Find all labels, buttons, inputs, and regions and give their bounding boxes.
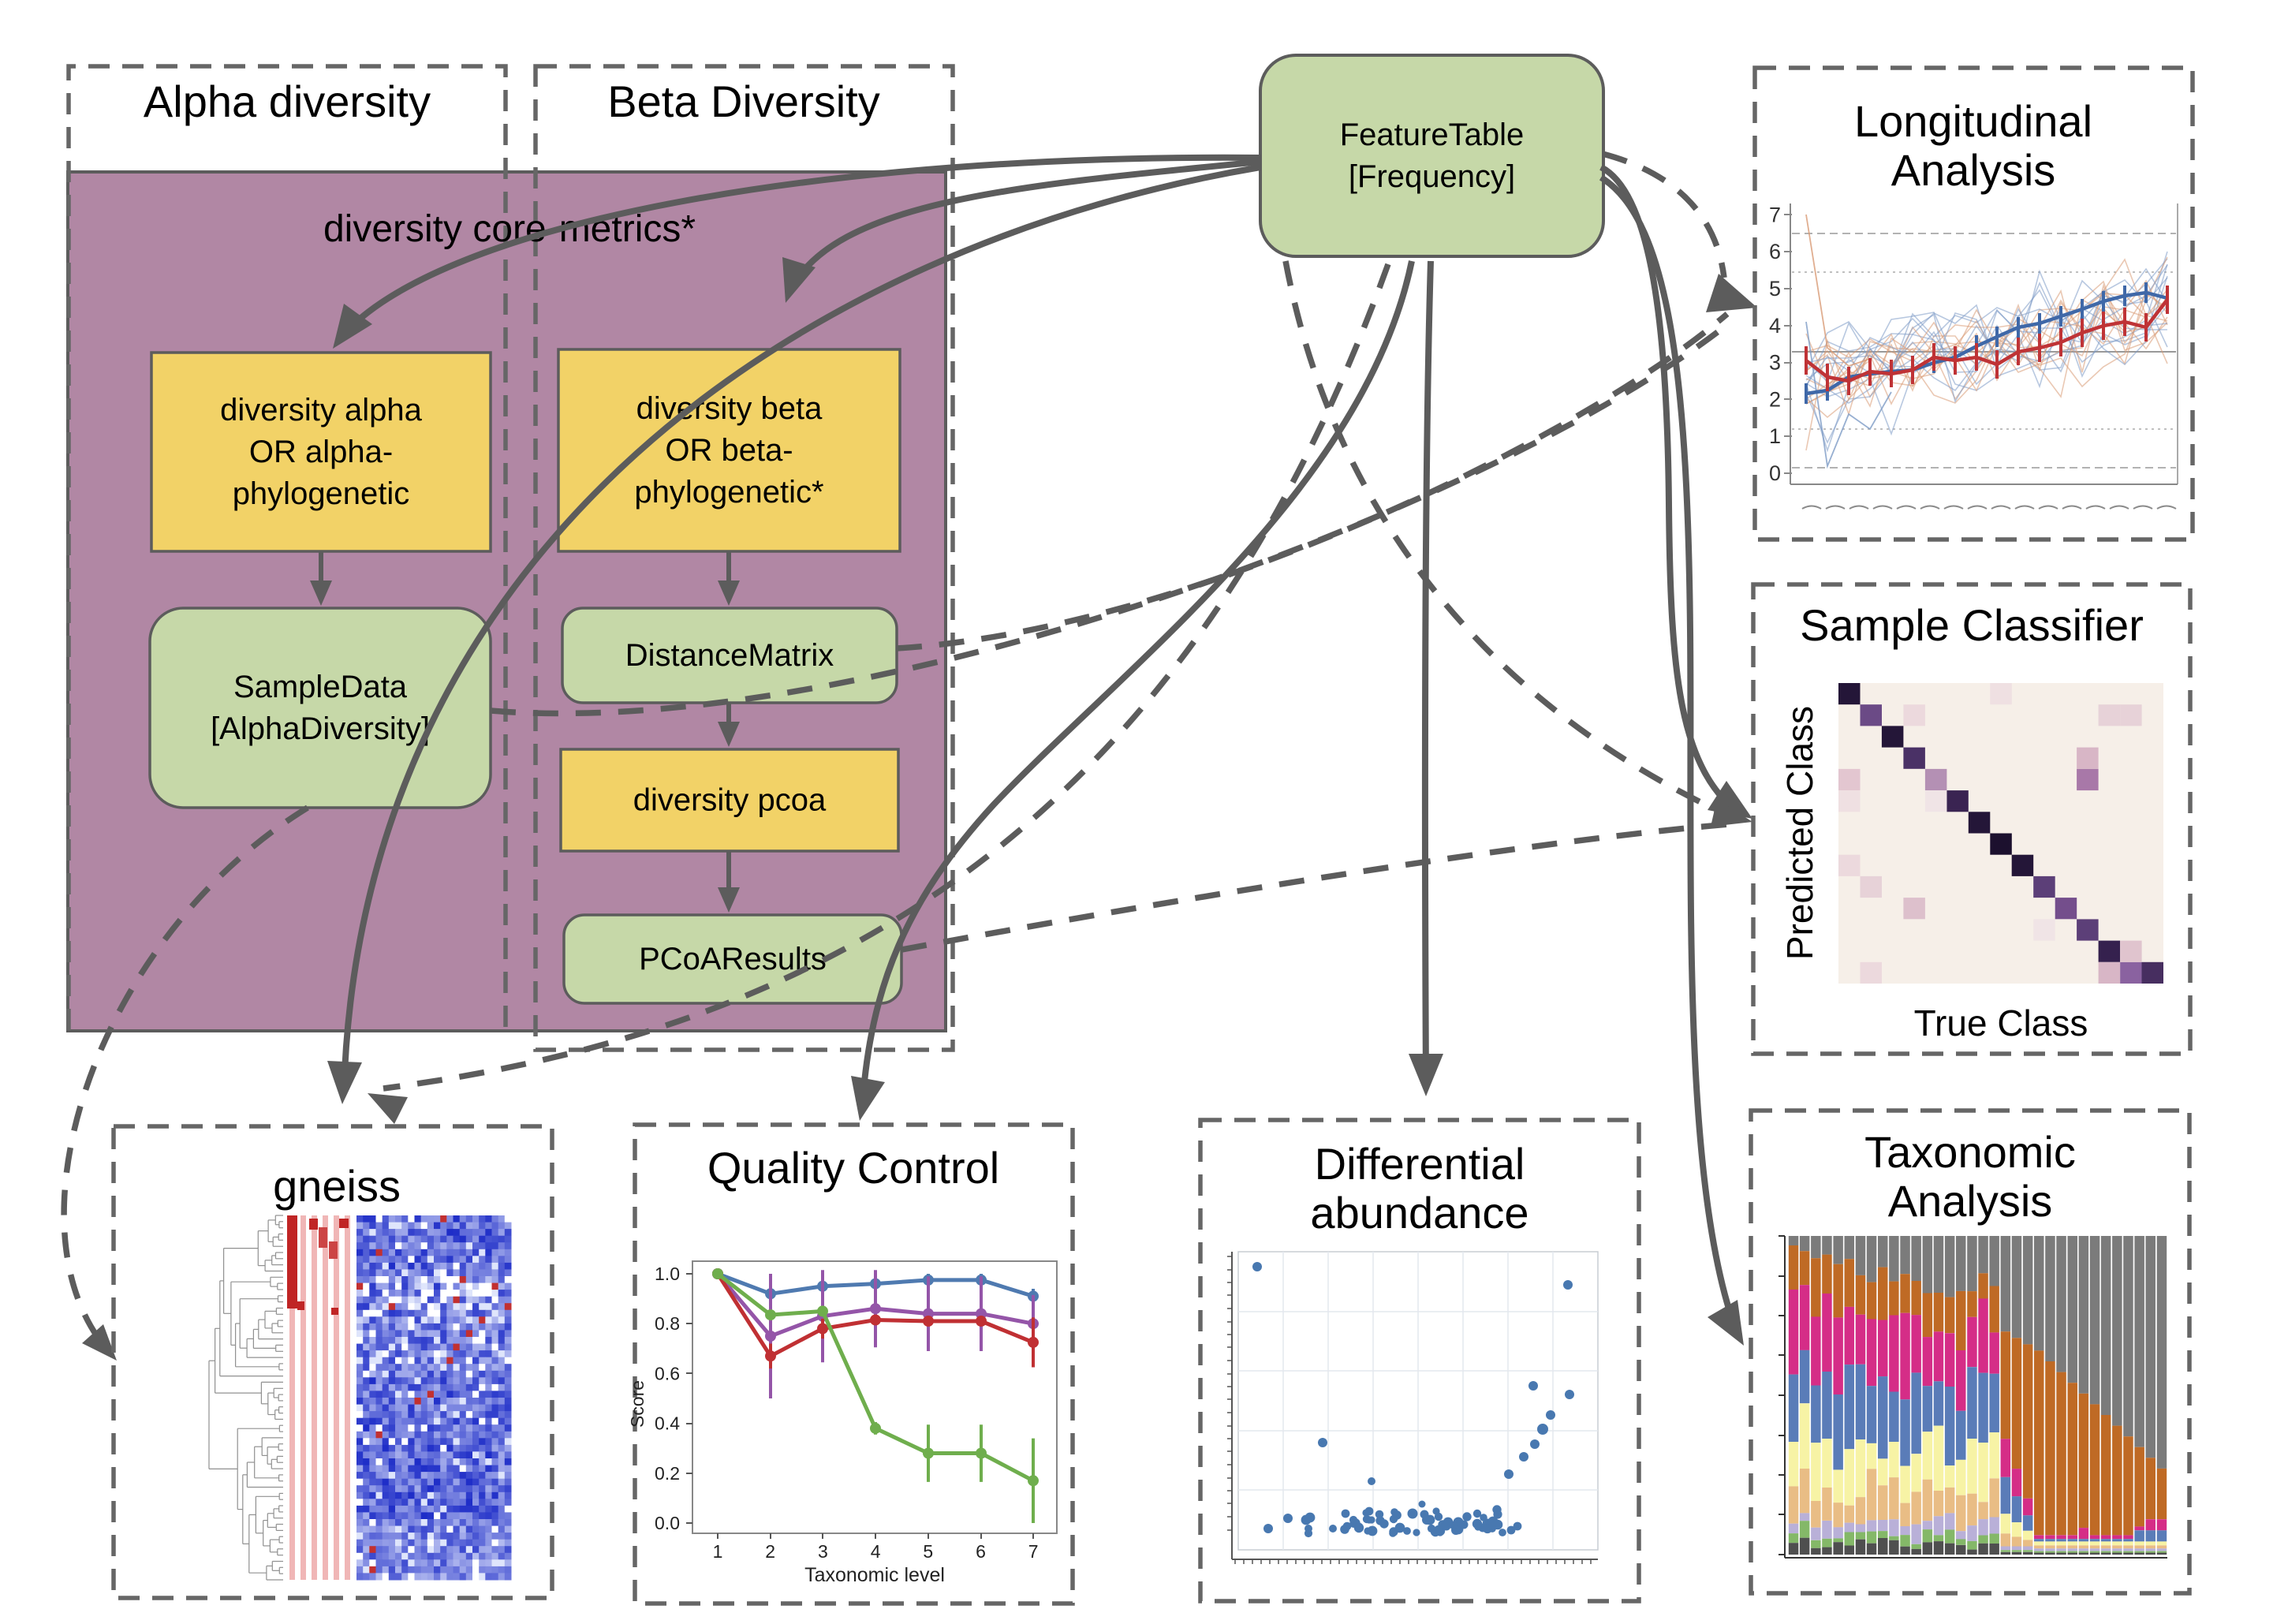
svg-text:diversity alpha: diversity alpha — [220, 393, 422, 427]
svg-text:SampleData: SampleData — [233, 670, 408, 704]
svg-text:OR beta-: OR beta- — [665, 433, 793, 468]
svg-text:DistanceMatrix: DistanceMatrix — [625, 638, 834, 673]
svg-text:1: 1 — [713, 1541, 723, 1562]
svg-text:1.0: 1.0 — [655, 1264, 680, 1284]
svg-text:Taxonomic: Taxonomic — [1864, 1127, 2076, 1177]
svg-text:abundance: abundance — [1310, 1188, 1528, 1238]
svg-text:3: 3 — [1769, 351, 1781, 375]
svg-text:phylogenetic*: phylogenetic* — [634, 475, 823, 510]
svg-text:3: 3 — [818, 1541, 828, 1562]
svg-text:[AlphaDiversity]: [AlphaDiversity] — [211, 711, 430, 746]
svg-text:Score: Score — [627, 1380, 648, 1428]
svg-text:FeatureTable: FeatureTable — [1340, 118, 1524, 152]
svg-text:6: 6 — [976, 1541, 986, 1562]
svg-text:2: 2 — [765, 1541, 775, 1562]
svg-text:[Frequency]: [Frequency] — [1349, 159, 1515, 194]
svg-text:5: 5 — [923, 1541, 933, 1562]
svg-text:7: 7 — [1028, 1541, 1039, 1562]
svg-text:0.8: 0.8 — [655, 1313, 680, 1334]
svg-text:2: 2 — [1769, 387, 1781, 411]
svg-text:Sample Classifier: Sample Classifier — [1800, 600, 2144, 650]
svg-text:diversity beta: diversity beta — [636, 391, 823, 426]
svg-text:Quality Control: Quality Control — [707, 1143, 999, 1193]
svg-text:Analysis: Analysis — [1888, 1176, 2053, 1226]
svg-text:True Class: True Class — [1914, 1002, 2088, 1043]
svg-text:Beta Diversity: Beta Diversity — [607, 77, 879, 126]
svg-text:phylogenetic: phylogenetic — [233, 476, 410, 511]
svg-text:0.2: 0.2 — [655, 1463, 680, 1484]
svg-text:Alpha diversity: Alpha diversity — [144, 77, 431, 126]
svg-text:diversity pcoa: diversity pcoa — [633, 783, 827, 818]
svg-text:7: 7 — [1769, 203, 1781, 226]
svg-text:0: 0 — [1769, 461, 1781, 485]
svg-text:0.4: 0.4 — [655, 1413, 680, 1434]
svg-text:Analysis: Analysis — [1891, 145, 2056, 195]
svg-text:0.6: 0.6 — [655, 1363, 680, 1383]
svg-text:OR alpha-: OR alpha- — [249, 435, 393, 469]
svg-text:Taxonomic level: Taxonomic level — [804, 1564, 945, 1586]
svg-text:Differential: Differential — [1315, 1139, 1525, 1189]
svg-text:gneiss: gneiss — [273, 1161, 401, 1211]
svg-text:5: 5 — [1769, 277, 1781, 301]
svg-text:Longitudinal: Longitudinal — [1854, 96, 2092, 146]
svg-text:0.0: 0.0 — [655, 1513, 680, 1533]
svg-text:1: 1 — [1769, 424, 1781, 448]
svg-text:4: 4 — [871, 1541, 881, 1562]
svg-text:6: 6 — [1769, 240, 1781, 263]
svg-text:Predicted Class: Predicted Class — [1779, 706, 1820, 960]
svg-text:4: 4 — [1769, 314, 1781, 338]
